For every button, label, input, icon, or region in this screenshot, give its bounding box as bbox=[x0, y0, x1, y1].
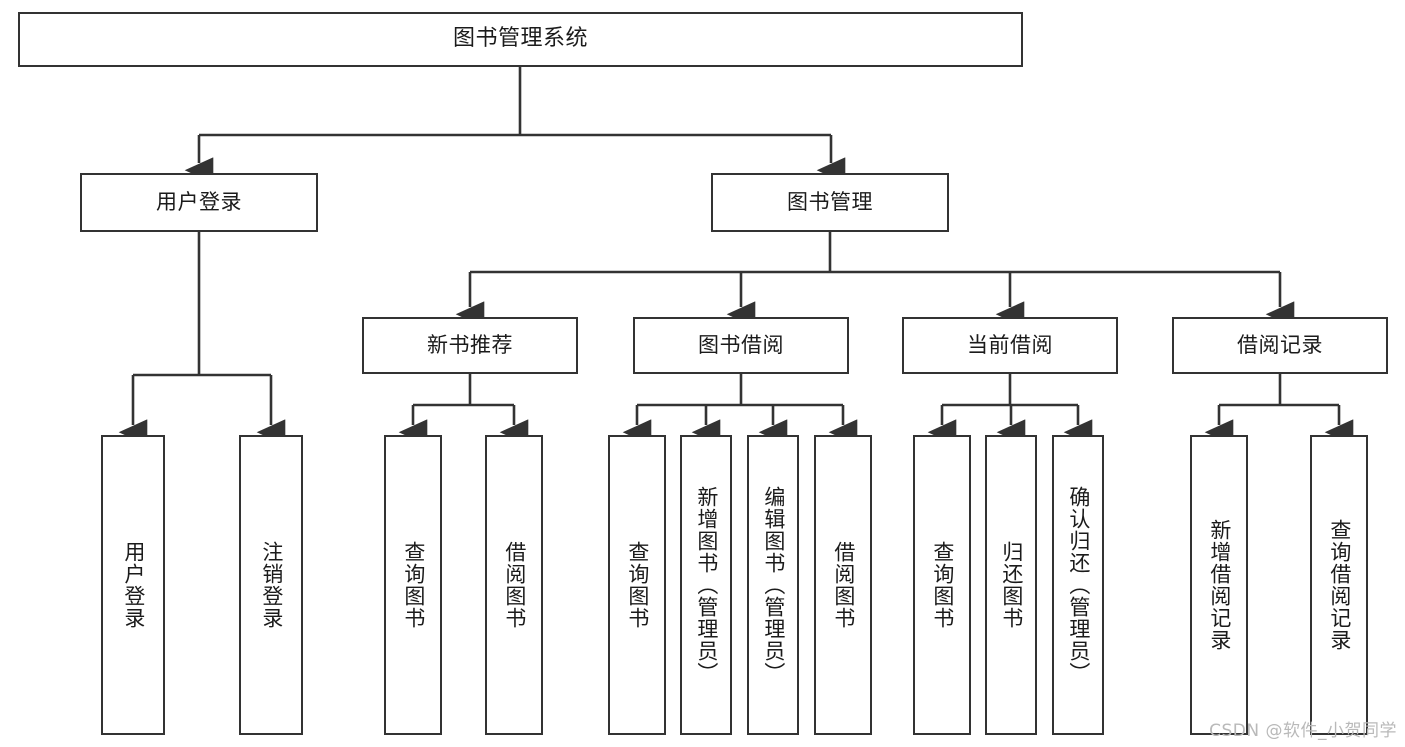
leaf-add-book-admin[interactable]: 新增图书（管理员） bbox=[680, 435, 732, 735]
leaf-logout-login-label: 注销登录 bbox=[259, 541, 284, 629]
node-book-management[interactable]: 图书管理 bbox=[711, 173, 949, 232]
node-borrow-record-label: 借阅记录 bbox=[1237, 332, 1323, 357]
leaf-edit-book-admin-label: 编辑图书（管理员） bbox=[761, 486, 786, 684]
leaf-confirm-return-admin-label: 确认归还（管理员） bbox=[1066, 486, 1091, 684]
leaf-query-book-borrow-label: 查询图书 bbox=[625, 541, 650, 629]
node-book-borrow-label: 图书借阅 bbox=[698, 332, 784, 357]
node-root[interactable]: 图书管理系统 bbox=[18, 12, 1023, 67]
leaf-query-book-borrow[interactable]: 查询图书 bbox=[608, 435, 666, 735]
leaf-edit-book-admin[interactable]: 编辑图书（管理员） bbox=[747, 435, 799, 735]
node-user-login-label: 用户登录 bbox=[156, 189, 242, 214]
node-book-borrow[interactable]: 图书借阅 bbox=[633, 317, 849, 374]
node-new-book-recommend[interactable]: 新书推荐 bbox=[362, 317, 578, 374]
leaf-logout-login[interactable]: 注销登录 bbox=[239, 435, 303, 735]
node-current-borrow[interactable]: 当前借阅 bbox=[902, 317, 1118, 374]
leaf-query-borrow-record[interactable]: 查询借阅记录 bbox=[1310, 435, 1368, 735]
leaf-user-login-label: 用户登录 bbox=[121, 541, 146, 629]
leaf-borrow-book-recommend[interactable]: 借阅图书 bbox=[485, 435, 543, 735]
leaf-add-borrow-record[interactable]: 新增借阅记录 bbox=[1190, 435, 1248, 735]
node-new-book-recommend-label: 新书推荐 bbox=[427, 332, 513, 357]
node-current-borrow-label: 当前借阅 bbox=[967, 332, 1053, 357]
leaf-confirm-return-admin[interactable]: 确认归还（管理员） bbox=[1052, 435, 1104, 735]
leaf-add-book-admin-label: 新增图书（管理员） bbox=[694, 486, 719, 684]
leaf-query-book-current-label: 查询图书 bbox=[930, 541, 955, 629]
node-user-login[interactable]: 用户登录 bbox=[80, 173, 318, 232]
leaf-return-book[interactable]: 归还图书 bbox=[985, 435, 1037, 735]
leaf-query-book-recommend-label: 查询图书 bbox=[401, 541, 426, 629]
node-book-management-label: 图书管理 bbox=[787, 189, 873, 214]
node-borrow-record[interactable]: 借阅记录 bbox=[1172, 317, 1388, 374]
leaf-borrow-book-label: 借阅图书 bbox=[831, 541, 856, 629]
watermark: CSDN @软件_小贺同学 bbox=[1209, 721, 1397, 741]
leaf-user-login[interactable]: 用户登录 bbox=[101, 435, 165, 735]
leaf-query-borrow-record-label: 查询借阅记录 bbox=[1327, 519, 1352, 651]
leaf-query-book-recommend[interactable]: 查询图书 bbox=[384, 435, 442, 735]
leaf-borrow-book[interactable]: 借阅图书 bbox=[814, 435, 872, 735]
leaf-return-book-label: 归还图书 bbox=[999, 541, 1024, 629]
leaf-borrow-book-recommend-label: 借阅图书 bbox=[502, 541, 527, 629]
leaf-add-borrow-record-label: 新增借阅记录 bbox=[1207, 519, 1232, 651]
node-root-label: 图书管理系统 bbox=[452, 26, 588, 52]
leaf-query-book-current[interactable]: 查询图书 bbox=[913, 435, 971, 735]
